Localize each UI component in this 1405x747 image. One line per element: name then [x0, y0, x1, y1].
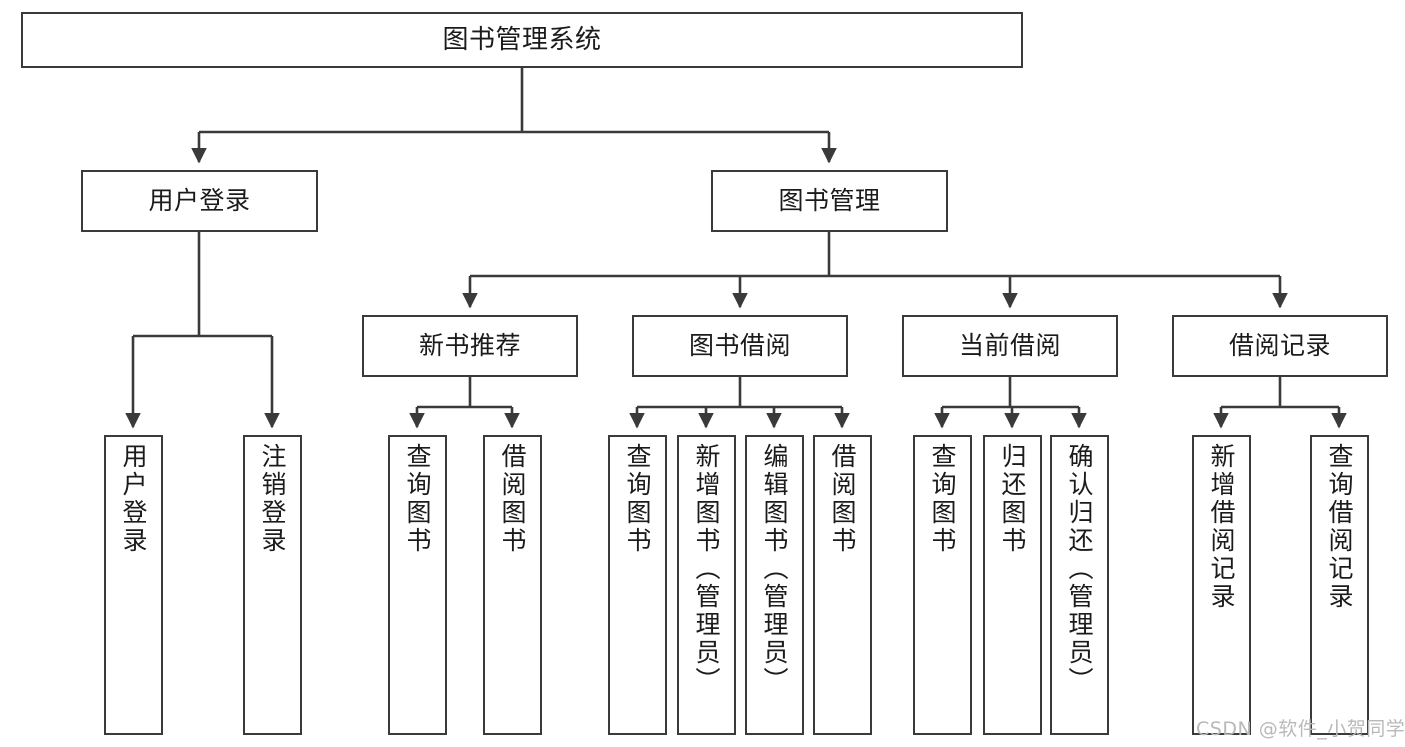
watermark-text: CSDN @软件_小贺同学	[1196, 718, 1405, 740]
leaf-query-book-recommend-label: 查询图书	[403, 443, 432, 555]
node-borrow-record-label: 借阅记录	[1228, 331, 1331, 361]
leaf-query-borrow-record-label: 查询借阅记录	[1325, 443, 1354, 611]
leaf-borrow-book[interactable]: 借阅图书	[813, 435, 872, 735]
node-current-borrow[interactable]: 当前借阅	[902, 315, 1118, 377]
node-new-book-recommend-label: 新书推荐	[418, 331, 521, 361]
leaf-query-book-recommend[interactable]: 查询图书	[388, 435, 447, 735]
leaf-query-book-borrow[interactable]: 查询图书	[608, 435, 667, 735]
node-book-borrow-label: 图书借阅	[688, 331, 791, 361]
node-book-management-label: 图书管理	[778, 186, 881, 216]
leaf-user-login[interactable]: 用户登录	[104, 435, 163, 735]
leaf-borrow-book-recommend-label: 借阅图书	[498, 443, 527, 555]
leaf-add-borrow-record[interactable]: 新增借阅记录	[1192, 435, 1251, 735]
leaf-add-borrow-record-label: 新增借阅记录	[1207, 443, 1236, 611]
leaf-add-book-admin[interactable]: 新增图书（管理员）	[677, 435, 736, 735]
leaf-user-logout[interactable]: 注销登录	[243, 435, 302, 735]
leaf-query-book-current[interactable]: 查询图书	[913, 435, 972, 735]
node-user-login-label: 用户登录	[148, 186, 251, 216]
leaf-query-book-borrow-label: 查询图书	[623, 443, 652, 555]
node-root[interactable]: 图书管理系统	[21, 12, 1023, 68]
node-book-management[interactable]: 图书管理	[711, 170, 948, 232]
node-new-book-recommend[interactable]: 新书推荐	[362, 315, 578, 377]
leaf-user-login-label: 用户登录	[119, 443, 148, 555]
leaf-query-borrow-record[interactable]: 查询借阅记录	[1310, 435, 1369, 735]
leaf-user-logout-label: 注销登录	[258, 443, 287, 555]
leaf-add-book-admin-label: 新增图书（管理员）	[692, 443, 721, 695]
leaf-borrow-book-label: 借阅图书	[828, 443, 857, 555]
node-book-borrow[interactable]: 图书借阅	[632, 315, 848, 377]
leaf-confirm-return-admin-label: 确认归还（管理员）	[1065, 443, 1094, 695]
node-current-borrow-label: 当前借阅	[958, 331, 1061, 361]
leaf-query-book-current-label: 查询图书	[928, 443, 957, 555]
leaf-edit-book-admin-label: 编辑图书（管理员）	[760, 443, 789, 695]
leaf-return-book-label: 归还图书	[998, 443, 1027, 555]
node-user-login[interactable]: 用户登录	[81, 170, 318, 232]
leaf-borrow-book-recommend[interactable]: 借阅图书	[483, 435, 542, 735]
node-borrow-record[interactable]: 借阅记录	[1172, 315, 1388, 377]
leaf-confirm-return-admin[interactable]: 确认归还（管理员）	[1050, 435, 1109, 735]
leaf-return-book[interactable]: 归还图书	[983, 435, 1042, 735]
leaf-edit-book-admin[interactable]: 编辑图书（管理员）	[745, 435, 804, 735]
node-root-label: 图书管理系统	[442, 24, 602, 55]
